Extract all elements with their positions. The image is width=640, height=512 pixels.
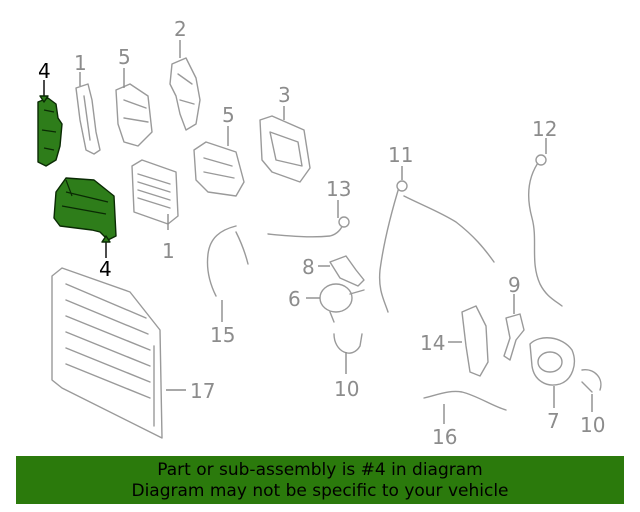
part-8-bracket[interactable]: [329, 255, 365, 287]
part-3-frame[interactable]: [259, 115, 311, 183]
callout-14[interactable]: 14: [420, 331, 445, 355]
callout-17[interactable]: 17: [190, 379, 215, 403]
callout-10-middle[interactable]: 10: [334, 377, 359, 401]
part-2-support-bracket[interactable]: [169, 57, 201, 131]
part-15-hose[interactable]: [206, 225, 249, 297]
banner-line-disclaimer: Diagram may not be specific to your vehi…: [131, 481, 509, 501]
part-17-radiator[interactable]: [51, 267, 163, 439]
callout-3[interactable]: 3: [278, 83, 291, 107]
callout-4-upper[interactable]: 4: [38, 59, 51, 83]
callout-10-right[interactable]: 10: [580, 413, 605, 437]
callout-12[interactable]: 12: [532, 117, 557, 141]
part-9-bracket[interactable]: [503, 313, 525, 361]
part-14-tube[interactable]: [461, 305, 489, 377]
callout-7[interactable]: 7: [547, 409, 560, 433]
part-12-hose[interactable]: [528, 154, 563, 307]
part-4-upper-bracket[interactable]: [37, 97, 63, 167]
leader-lines: [39, 40, 593, 424]
part-1-cooler[interactable]: [131, 159, 179, 225]
callout-4-lower[interactable]: 4: [99, 257, 112, 281]
banner-line-part: Part or sub-assembly is #4 in diagram: [157, 460, 483, 480]
callout-15[interactable]: 15: [210, 323, 235, 347]
part-1-bracket[interactable]: [75, 83, 101, 155]
callout-6[interactable]: 6: [288, 287, 301, 311]
callout-1-lower[interactable]: 1: [162, 239, 175, 263]
callout-1-upper[interactable]: 1: [74, 51, 87, 75]
parts-diagram: 4 1 5 2 5 3 11 12 13 1 4 8 6 9 15 14 10 …: [37, 17, 605, 449]
part-5-air-guide-lower[interactable]: [193, 141, 245, 197]
part-10-clip-right[interactable]: [581, 369, 602, 393]
callout-16[interactable]: 16: [432, 425, 457, 449]
part-7-pump[interactable]: [529, 337, 576, 386]
info-banner: Part or sub-assembly is #4 in diagram Di…: [16, 456, 624, 504]
part-11-hose[interactable]: [378, 180, 495, 313]
part-6-pump[interactable]: [319, 283, 365, 323]
callout-8[interactable]: 8: [302, 255, 315, 279]
part-16-hose[interactable]: [423, 390, 507, 411]
callout-13[interactable]: 13: [326, 177, 351, 201]
callout-11[interactable]: 11: [388, 143, 413, 167]
callout-9[interactable]: 9: [508, 273, 521, 297]
part-10-clip-middle[interactable]: [333, 333, 363, 354]
part-4-lower-duct[interactable]: [53, 177, 117, 241]
callout-5-lower[interactable]: 5: [222, 103, 235, 127]
part-5-air-guide-upper[interactable]: [115, 83, 153, 147]
callout-2[interactable]: 2: [174, 17, 187, 41]
part-13-hose[interactable]: [267, 216, 350, 238]
callout-5-upper[interactable]: 5: [118, 45, 131, 69]
